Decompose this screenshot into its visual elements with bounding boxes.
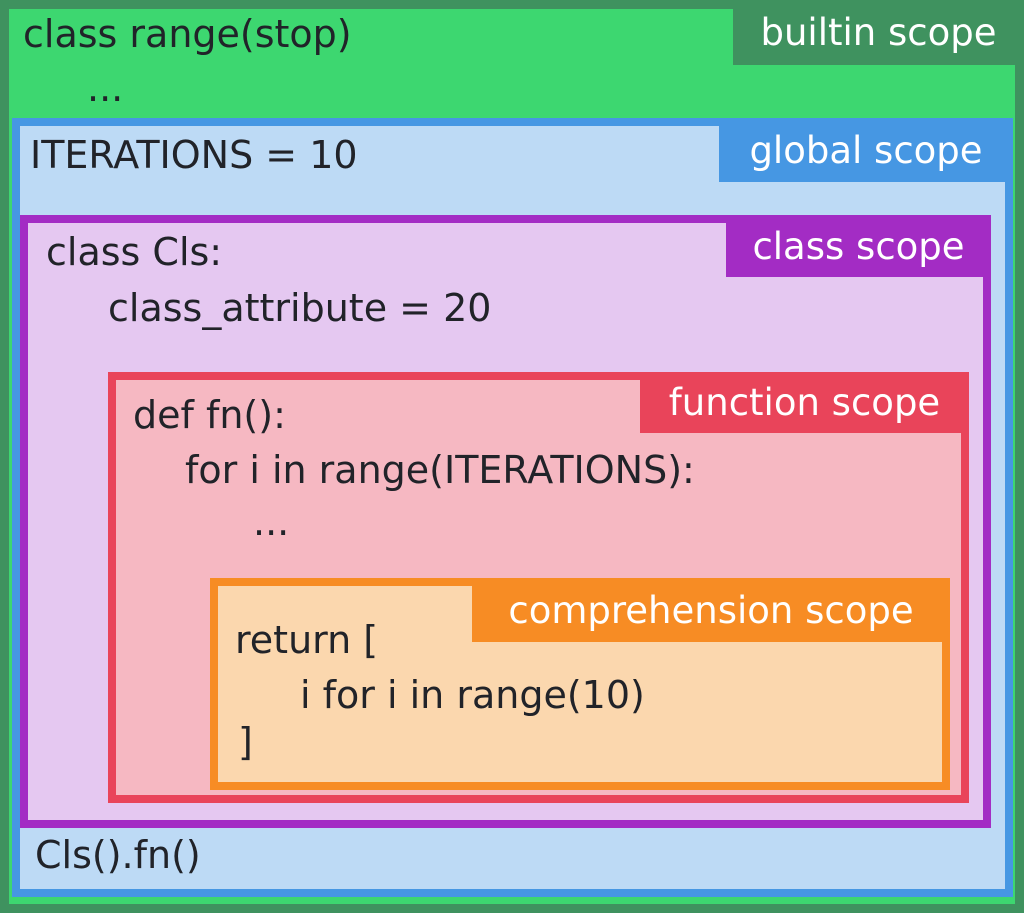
code-line-iterations: ITERATIONS = 10 (30, 133, 358, 177)
code-line-comprehension-body: i for i in range(10) (300, 673, 645, 717)
comprehension-scope-label: comprehension scope (508, 588, 914, 632)
class-scope-badge: class scope (726, 215, 991, 277)
comprehension-scope-badge: comprehension scope (472, 578, 950, 642)
class-scope-label: class scope (752, 224, 965, 268)
code-line-def-fn: def fn(): (133, 393, 286, 437)
code-line-return-bracket: return [ (235, 618, 379, 662)
class-scope-box: class scope class Cls: class_attribute =… (20, 215, 991, 828)
global-scope-box: global scope ITERATIONS = 10 Cls().fn() … (12, 118, 1013, 897)
comprehension-scope-box: comprehension scope return [ i for i in … (210, 578, 950, 790)
code-line-closing-bracket: ] (238, 720, 253, 764)
global-scope-label: global scope (749, 128, 983, 172)
function-scope-badge: function scope (640, 372, 969, 433)
code-line-for-loop: for i in range(ITERATIONS): (185, 448, 695, 492)
code-line-class-cls: class Cls: (46, 230, 223, 274)
code-line-class-attribute: class_attribute = 20 (108, 286, 492, 330)
global-scope-badge: global scope (719, 118, 1013, 182)
code-line-class-range: class range(stop) (23, 12, 352, 56)
code-line-cls-fn-call: Cls().fn() (35, 833, 201, 877)
builtin-scope-label: builtin scope (760, 11, 997, 54)
builtin-scope-badge: builtin scope (733, 0, 1024, 65)
function-scope-box: function scope def fn(): for i in range(… (108, 372, 969, 803)
function-scope-label: function scope (668, 381, 941, 424)
code-line-function-ellipsis: ... (253, 500, 290, 544)
code-line-builtin-ellipsis: ... (87, 66, 124, 110)
